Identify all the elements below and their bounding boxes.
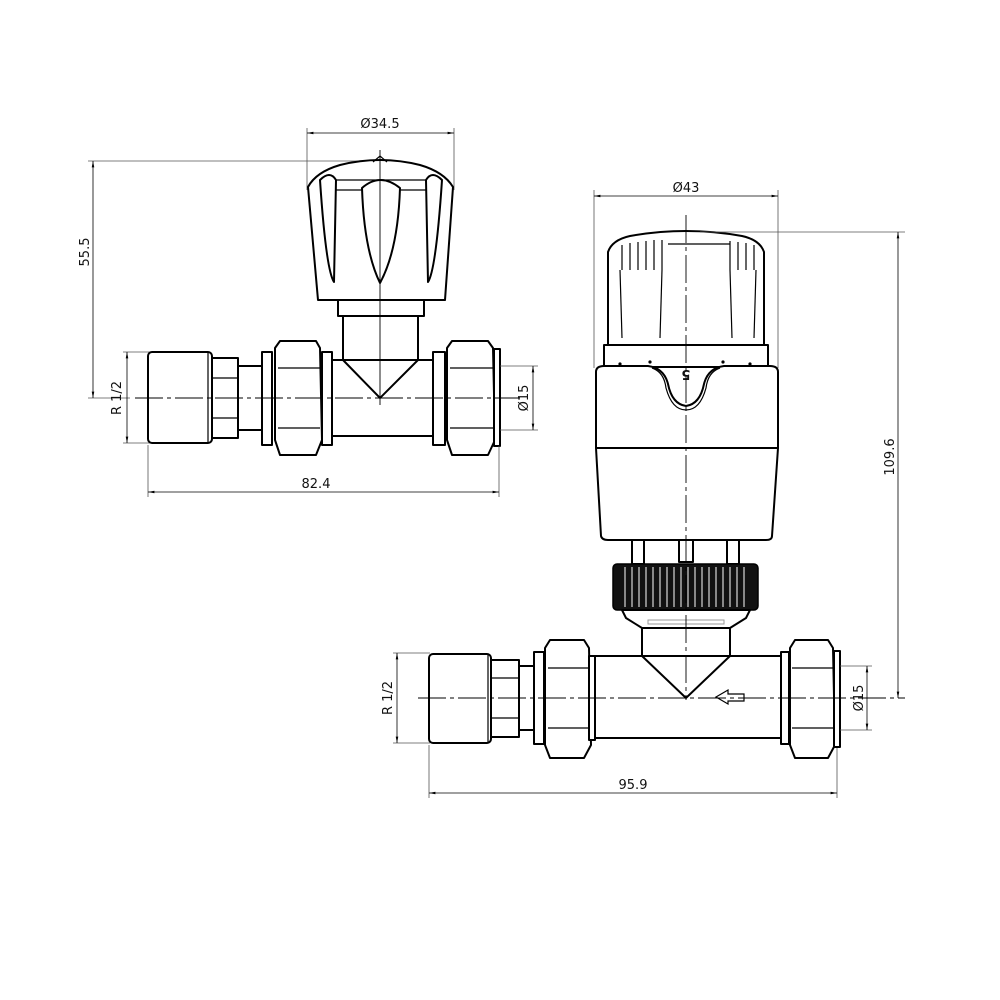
- thermostatic-head-cap: [603, 230, 905, 368]
- compression-nut-right: [432, 340, 501, 456]
- threaded-tail-left: [147, 351, 265, 444]
- handwheel-knob: [307, 155, 454, 301]
- head-adapter-pins: [631, 539, 740, 565]
- label-thread: R 1/2: [381, 681, 396, 715]
- dimension-head-diameter: Ø43: [593, 181, 779, 368]
- manual-valve: Ø34.5 55.5 R 1/2: [78, 117, 538, 497]
- dimension-pipe-diameter: Ø15: [500, 365, 538, 431]
- label-pipe-diameter: Ø15: [852, 685, 867, 712]
- label-overall-length: 82.4: [302, 477, 331, 492]
- label-overall-length: 95.9: [619, 778, 648, 793]
- compression-nut-right: [780, 639, 841, 759]
- flow-direction-arrow-icon: [714, 688, 745, 706]
- dimension-head-diameter: Ø34.5: [306, 117, 455, 190]
- dimension-overall-length: 82.4: [147, 445, 500, 497]
- label-thread: R 1/2: [110, 381, 125, 415]
- knob-collar: [337, 299, 425, 317]
- knurled-locking-ring: [612, 563, 759, 629]
- label-height: 55.5: [78, 238, 93, 267]
- dimension-pipe-diameter: Ø15: [840, 665, 872, 731]
- dimension-thread: R 1/2: [381, 652, 430, 744]
- dimension-overall-length: 95.9: [428, 745, 838, 798]
- dimension-thread: R 1/2: [110, 351, 150, 444]
- dimension-height: 109.6: [883, 232, 900, 698]
- dial-setting-number: 5: [681, 366, 690, 381]
- threaded-tail-left: [428, 653, 536, 744]
- compression-nut-left: [533, 639, 596, 759]
- dimension-height: 55.5: [78, 160, 380, 399]
- label-pipe-diameter: Ø15: [517, 385, 532, 412]
- thermostatic-valve: Ø43: [381, 181, 905, 798]
- label-head-diameter: Ø43: [673, 181, 700, 196]
- thermostatic-head-body: 5: [595, 360, 779, 541]
- label-height: 109.6: [883, 438, 898, 475]
- label-head-diameter: Ø34.5: [360, 117, 399, 132]
